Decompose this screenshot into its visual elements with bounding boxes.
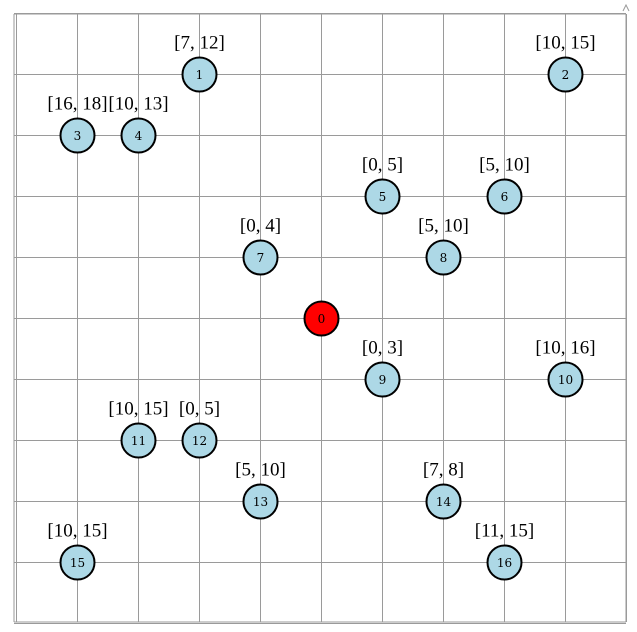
customer-node-5: 5 [0, 5] xyxy=(362,155,403,215)
customer-node-2: 2 [10, 15] xyxy=(535,33,596,93)
time-window-label: [10, 15] xyxy=(535,33,595,54)
time-window-label: [0, 4] xyxy=(240,216,281,237)
time-window-label: [5, 10] xyxy=(418,216,469,237)
customer-circle xyxy=(59,544,96,581)
grid-layer xyxy=(13,3,630,624)
time-window-label: [16, 18] xyxy=(47,94,107,115)
customer-id-label: 11 xyxy=(131,434,146,448)
time-window-label: [0, 5] xyxy=(362,155,403,176)
time-window-label: [10, 16] xyxy=(535,338,595,359)
customer-id-label: 5 xyxy=(379,190,387,204)
customer-id-label: 7 xyxy=(257,251,265,265)
depot-circle xyxy=(303,300,340,337)
time-window-label: [7, 12] xyxy=(174,33,225,54)
customer-circle xyxy=(242,239,279,276)
customer-circle xyxy=(120,117,157,154)
customer-id-label: 1 xyxy=(196,68,204,82)
customer-node-1: 1 [7, 12] xyxy=(174,33,225,93)
customer-node-11: 11 [10, 15] xyxy=(108,399,169,459)
customer-id-label: 2 xyxy=(562,68,570,82)
customer-circle xyxy=(486,178,523,215)
time-window-label: [0, 5] xyxy=(179,399,220,420)
customer-circle xyxy=(425,239,462,276)
customer-node-8: 8 [5, 10] xyxy=(418,216,469,276)
time-window-label: [5, 10] xyxy=(235,460,286,481)
customer-circle xyxy=(364,178,401,215)
time-window-label: [10, 15] xyxy=(108,399,168,420)
customer-id-label: 9 xyxy=(379,373,387,387)
customer-circle xyxy=(547,361,584,398)
customer-id-label: 16 xyxy=(497,556,512,570)
customer-node-15: 15 [10, 15] xyxy=(47,521,108,581)
customer-node-13: 13 [5, 10] xyxy=(235,460,286,520)
customer-circle xyxy=(425,483,462,520)
customer-id-label: 8 xyxy=(440,251,448,265)
customer-circle xyxy=(181,56,218,93)
customer-circle xyxy=(486,544,523,581)
customer-circle xyxy=(547,56,584,93)
node-layer: 0 1 [7, 12] 2 [10, 15] 3 [16, 18] 4 [10, 13] 5 [0,… xyxy=(47,33,596,581)
time-window-label: [10, 15] xyxy=(47,521,107,542)
customer-id-label: 15 xyxy=(70,556,85,570)
customer-circle xyxy=(120,422,157,459)
time-window-label: [7, 8] xyxy=(423,460,464,481)
customer-id-label: 12 xyxy=(192,434,207,448)
axis-arrow xyxy=(622,3,630,12)
customer-node-10: 10 [10, 16] xyxy=(535,338,596,398)
customer-node-12: 12 [0, 5] xyxy=(179,399,220,459)
customer-node-7: 7 [0, 4] xyxy=(240,216,281,276)
customer-node-6: 6 [5, 10] xyxy=(479,155,530,215)
customer-circle xyxy=(242,483,279,520)
customer-node-14: 14 [7, 8] xyxy=(423,460,464,520)
time-window-label: [5, 10] xyxy=(479,155,530,176)
customer-id-label: 13 xyxy=(253,495,268,509)
time-window-label: [10, 13] xyxy=(108,94,168,115)
customer-id-label: 10 xyxy=(558,373,573,387)
customer-node-4: 4 [10, 13] xyxy=(108,94,169,154)
depot-id-label: 0 xyxy=(318,312,326,326)
time-window-label: [0, 3] xyxy=(362,338,403,359)
customer-circle xyxy=(364,361,401,398)
depot-node: 0 xyxy=(303,300,340,337)
customer-node-9: 9 [0, 3] xyxy=(362,338,403,398)
customer-node-16: 16 [11, 15] xyxy=(475,521,534,581)
customer-circle xyxy=(181,422,218,459)
customer-circle xyxy=(59,117,96,154)
customer-id-label: 6 xyxy=(501,190,509,204)
customer-node-3: 3 [16, 18] xyxy=(47,94,108,154)
customer-id-label: 14 xyxy=(436,495,452,509)
customer-id-label: 3 xyxy=(74,129,82,143)
customer-id-label: 4 xyxy=(135,129,143,143)
time-window-label: [11, 15] xyxy=(475,521,534,542)
